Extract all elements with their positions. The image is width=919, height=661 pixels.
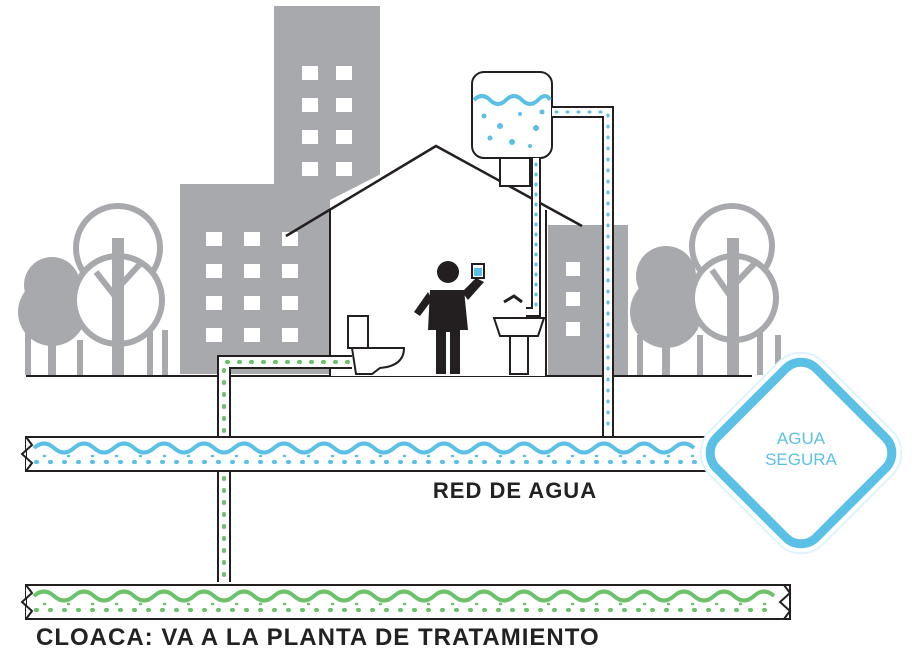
right-trees — [630, 203, 781, 376]
sewer-pipe — [217, 355, 352, 582]
sink — [492, 294, 546, 375]
badge-line-2: SEGURA — [765, 450, 837, 469]
left-trees — [18, 203, 168, 376]
supply-pipe — [526, 106, 614, 436]
sewer-network-pipe — [20, 584, 792, 620]
badge-line-1: AGUA — [776, 429, 826, 448]
person-drinking — [414, 261, 485, 374]
water-network-pipe — [20, 436, 767, 472]
water-tank — [471, 71, 553, 187]
toilet — [347, 315, 406, 375]
building-windows — [206, 66, 580, 342]
safe-water-badge-text: AGUA SEGURA — [730, 428, 872, 470]
house — [285, 144, 583, 376]
sewer-label: CLOACA: VA A LA PLANTA DE TRATAMIENTO — [36, 624, 600, 651]
water-network-label: RED DE AGUA — [432, 478, 598, 503]
